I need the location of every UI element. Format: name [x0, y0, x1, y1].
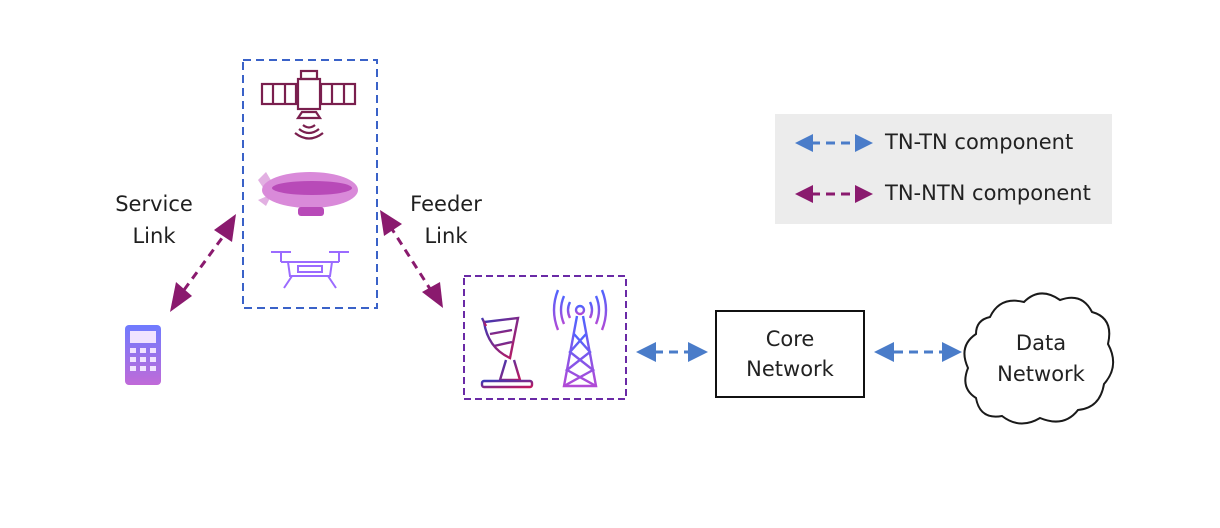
- core-network-line-1: Core: [765, 327, 815, 351]
- feeder-link-label: Feeder Link: [396, 188, 496, 252]
- service-link-line-1: Service: [115, 192, 193, 216]
- ground-core-arrow: [636, 342, 708, 362]
- core-network-box: Core Network: [715, 310, 865, 398]
- cell-tower-icon: [552, 289, 608, 389]
- service-link-arrow: [170, 214, 236, 312]
- core-network-line-2: Network: [746, 357, 834, 381]
- phone-icon: [125, 320, 161, 385]
- legend-tn-ntn-arrow-icon: [795, 185, 873, 203]
- cloud-icon: [963, 292, 1115, 425]
- airship-icon: [258, 172, 358, 216]
- service-link-label: Service Link: [104, 188, 204, 252]
- feeder-link-line-2: Link: [424, 224, 468, 248]
- service-link-line-2: Link: [132, 224, 176, 248]
- legend-tn-tn-arrow-icon: [795, 134, 873, 152]
- satellite-icon: [260, 69, 357, 140]
- dish-antenna-icon: [480, 316, 534, 389]
- data-network-line-1: Data: [1015, 331, 1067, 355]
- feeder-link-line-1: Feeder: [410, 192, 482, 216]
- core-data-arrow: [874, 342, 962, 362]
- legend: TN-TN component TN-NTN component: [775, 114, 1112, 224]
- data-network-line-2: Network: [997, 362, 1085, 386]
- ntn-platform-box: [242, 59, 378, 309]
- ground-station-box: [463, 275, 627, 400]
- legend-tn-ntn-label: TN-NTN component: [885, 181, 1091, 205]
- drone-icon: [271, 251, 349, 289]
- feeder-link-arrow: [380, 210, 443, 308]
- legend-tn-tn-label: TN-TN component: [885, 130, 1074, 154]
- data-network-label: Data Network: [986, 328, 1096, 390]
